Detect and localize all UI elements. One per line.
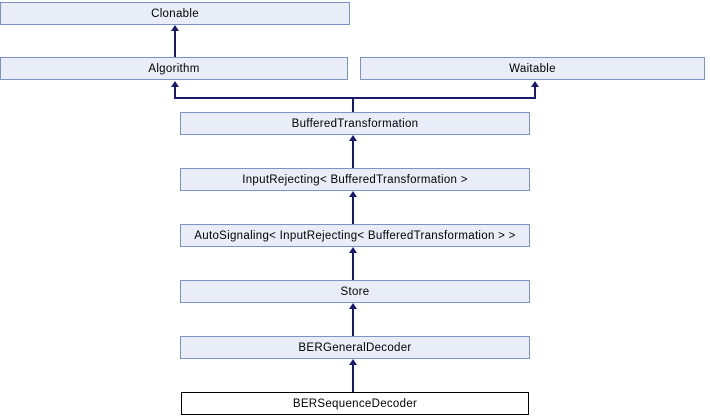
inheritance-arrow-autosignaling-inputrejecting — [352, 195, 354, 224]
inheritance-arrowhead-inputrejecting-buffered — [349, 135, 357, 141]
class-node-waitable[interactable]: Waitable — [360, 57, 705, 80]
class-node-ber-general-decoder[interactable]: BERGeneralDecoder — [180, 336, 530, 359]
inheritance-arrow-inputrejecting-buffered — [352, 139, 354, 168]
inheritance-junction-line — [174, 97, 536, 99]
class-node-buffered-transformation[interactable]: BufferedTransformation — [180, 112, 530, 135]
inheritance-arrow-algorithm-clonable — [174, 29, 176, 57]
inheritance-arrowhead-bersequencedecoder-bergeneraldecoder — [349, 359, 357, 365]
inheritance-arrowhead-algorithm-clonable — [171, 25, 179, 31]
inheritance-stem-buffered — [352, 99, 354, 112]
class-node-store[interactable]: Store — [180, 280, 530, 303]
inheritance-arrowhead-buffered-algorithm — [171, 81, 179, 87]
inheritance-arrow-bersequencedecoder-bergeneraldecoder — [352, 363, 354, 392]
class-node-clonable[interactable]: Clonable — [0, 2, 350, 25]
inheritance-arrowhead-autosignaling-inputrejecting — [349, 191, 357, 197]
inheritance-arrowhead-bergeneraldecoder-store — [349, 303, 357, 309]
inheritance-arrow-buffered-algorithm — [174, 85, 176, 99]
inheritance-arrow-bergeneraldecoder-store — [352, 307, 354, 336]
class-node-algorithm[interactable]: Algorithm — [0, 57, 348, 80]
inheritance-arrow-store-autosignaling — [352, 251, 354, 280]
inheritance-arrowhead-buffered-waitable — [531, 81, 539, 87]
class-node-ber-sequence-decoder-current: BERSequenceDecoder — [181, 392, 529, 415]
class-node-input-rejecting[interactable]: InputRejecting< BufferedTransformation > — [180, 168, 530, 191]
class-node-auto-signaling[interactable]: AutoSignaling< InputRejecting< BufferedT… — [180, 224, 530, 247]
inheritance-arrow-buffered-waitable — [534, 85, 536, 99]
inheritance-arrowhead-store-autosignaling — [349, 247, 357, 253]
